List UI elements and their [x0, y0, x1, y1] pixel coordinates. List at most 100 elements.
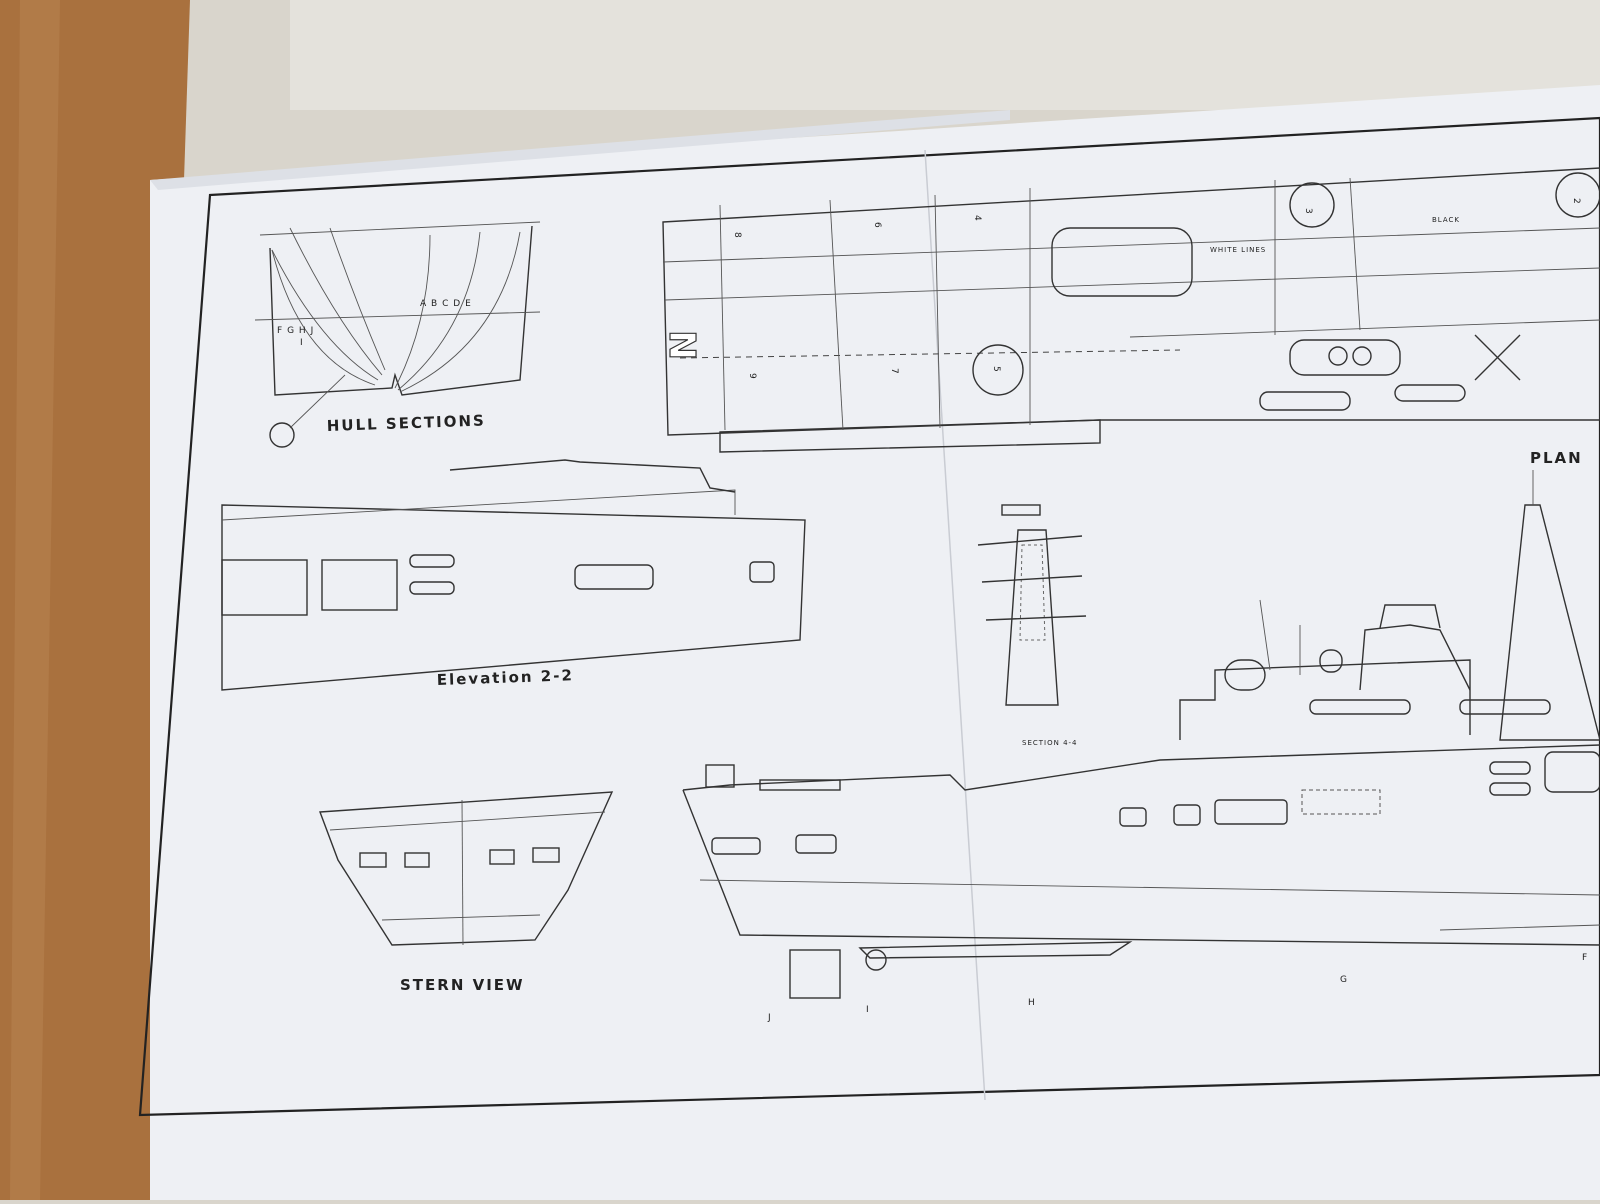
profile-deck-line: [682, 744, 1600, 791]
plan-divider-3: [934, 194, 941, 429]
plan-island-funnel-1: [1328, 346, 1348, 366]
station-mark-h: H: [1028, 998, 1036, 1008]
hull-sections-title: HULL SECTIONS: [327, 411, 487, 435]
hull-line-c: [399, 231, 521, 393]
profile-radome: [1224, 659, 1266, 691]
hull-section-outline: [269, 225, 533, 396]
profile-port-1: [711, 837, 761, 855]
plan-flight-deck-outline: [662, 167, 1600, 436]
stern-port-4: [532, 847, 560, 863]
stern-centerline: [461, 799, 464, 946]
plan-note-black: BLACK: [1432, 216, 1460, 224]
stern-view-drawing: STERN VIEW: [319, 791, 614, 994]
hull-line-i: [329, 227, 386, 371]
plan-island-structure: [1289, 339, 1401, 376]
plan-number-4: 4: [972, 215, 982, 222]
section-radar: [1001, 504, 1041, 516]
propeller-shaft-line: [289, 374, 346, 429]
plan-mast-cross: [1474, 334, 1521, 381]
station-mark-i: I: [866, 1005, 870, 1015]
plan-title: PLAN: [1530, 449, 1583, 467]
elevation-opening-1: [221, 559, 308, 616]
plan-deck-letter: N: [661, 330, 702, 360]
profile-port-5: [1489, 761, 1531, 775]
profile-hull-line: [682, 789, 1600, 946]
profile-waterline: [699, 879, 1600, 896]
plan-note-white-lines: WHITE LINES: [1210, 246, 1266, 254]
elevation-port-2: [409, 581, 455, 595]
ship-profile-drawing: J I H G F: [682, 470, 1600, 1023]
stern-outline: [319, 791, 614, 946]
station-mark-j: J: [767, 1013, 772, 1023]
elevation-drawing: Elevation 2-2: [221, 459, 806, 691]
section-yard-3: [985, 615, 1087, 621]
plan-divider-6: [1349, 177, 1361, 331]
propeller-icon-profile: [865, 949, 887, 971]
profile-funnel: [1379, 604, 1441, 629]
section-mast-drawing: SECTION 4-4: [977, 504, 1087, 747]
profile-port-4: [1173, 804, 1201, 826]
section-mast-hatch: [1019, 544, 1046, 641]
station-mark-g: G: [1340, 975, 1348, 985]
elevation-opening-2: [321, 559, 398, 611]
stern-deck-line: [329, 811, 606, 831]
profile-boat-1: [1309, 699, 1411, 715]
cloth-fold: [290, 0, 1600, 110]
hull-line-f: [271, 249, 376, 386]
elevation-title: Elevation 2-2: [437, 666, 575, 689]
profile-island-upper: [1359, 624, 1471, 691]
profile-keel-line: [1439, 924, 1600, 931]
propeller-icon: [269, 422, 295, 448]
profile-port-2: [795, 834, 837, 854]
plan-number-6: 6: [872, 222, 882, 229]
plan-boat-1: [1259, 391, 1351, 411]
plan-number-3: 3: [1303, 208, 1313, 215]
hull-letter-i: I: [300, 338, 304, 348]
hull-line-g: [271, 249, 379, 381]
hull-sections-drawing: F G H J I A B C D E HULL SECTIONS: [254, 221, 541, 448]
elevation-island-profile: [449, 459, 736, 493]
hull-line-h: [289, 227, 383, 376]
stern-waterline: [381, 914, 541, 921]
plan-centerline-upper: [662, 227, 1600, 263]
profile-port-3: [1119, 807, 1147, 827]
plan-divider-1: [719, 204, 726, 431]
plan-number-2: 2: [1571, 198, 1581, 205]
section-mast-outline: [1005, 529, 1059, 706]
hull-deck-line: [259, 221, 541, 236]
plan-divider-2: [829, 199, 844, 431]
plan-circle-2: [1555, 172, 1600, 218]
plan-island-line: [1129, 319, 1600, 338]
plan-view-drawing: 8 6 4 3 2 9 7 5 N WHITE LINES BLACK PLAN: [660, 167, 1600, 467]
paper-edge: [150, 110, 1010, 190]
profile-antenna-1: [1259, 599, 1271, 671]
paper-fold-crease: [924, 149, 986, 1101]
profile-port-6: [1489, 782, 1531, 796]
profile-bow-grille: [759, 779, 841, 791]
stern-port-2: [404, 852, 430, 868]
plan-number-5: 5: [991, 366, 1001, 373]
section-yard-2: [981, 575, 1083, 583]
section-title: SECTION 4-4: [1022, 739, 1078, 747]
hull-left-letters: F G H J: [277, 326, 314, 336]
station-mark-f: F: [1582, 953, 1588, 963]
plan-deck-edge-lower: [719, 419, 1101, 453]
plan-boat-2: [1394, 384, 1466, 402]
plan-line-2: [664, 267, 1600, 301]
paper-sheet: [150, 85, 1600, 1200]
plan-number-7: 7: [889, 368, 899, 375]
stern-port-3: [489, 849, 515, 865]
elevation-hull-outline: [221, 504, 806, 691]
elevation-deckline: [221, 489, 736, 521]
plan-number-8: 8: [732, 232, 742, 239]
stern-title: STERN VIEW: [400, 976, 525, 994]
wood-grain: [10, 0, 60, 1200]
elevation-door: [749, 561, 775, 583]
profile-rudder: [789, 949, 841, 999]
plan-circle-5: [972, 344, 1024, 396]
plan-number-9: 9: [747, 373, 757, 380]
profile-island-lower: [1179, 659, 1471, 740]
plan-lift-aft: [1051, 227, 1193, 297]
stern-port-1: [359, 852, 387, 868]
